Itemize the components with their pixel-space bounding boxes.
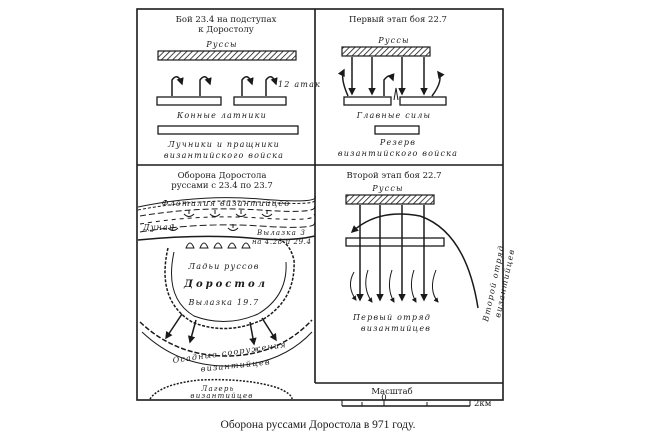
scale-bar-group: Масштаб 0 2км [341, 386, 492, 409]
bl-sortie1-line2: на 4.28 и 29.4 [252, 238, 312, 246]
br-curl-4 [410, 269, 417, 303]
tl-rus-label: Руссы [205, 40, 238, 49]
tr-main-forces-label: Главные силы [356, 111, 432, 120]
tr-reserve-line2: византийского войска [338, 149, 458, 158]
river-bank-north-2 [137, 198, 316, 211]
tl-attack-arrow-4 [265, 76, 278, 96]
scale-zero-label: 0 [381, 393, 386, 403]
tl-attack-arrow-2 [199, 76, 212, 96]
tr-hook-arrow-right [431, 70, 445, 97]
panel-top-left: Бой 23.4 на подступах к Доростолу Руссы … [156, 15, 321, 160]
panel-bottom-right: Второй этап боя 22.7 Руссы Первый отряд … [345, 170, 517, 333]
br-rus-line [345, 194, 435, 205]
tl-archers-line2: византийского войска [164, 151, 284, 160]
siege-arc-inner [141, 331, 313, 367]
tl-attack-arrow-3 [241, 76, 254, 96]
tl-rus-line [157, 50, 297, 61]
tr-title: Первый этап боя 22.7 [349, 14, 447, 25]
br-curl-3 [388, 269, 395, 303]
br-curl-2 [365, 269, 373, 303]
bl-siege-line2: византийцев [200, 357, 271, 373]
tr-main-forces-right [399, 96, 447, 106]
bl-flotilla-label: Флотилия византийцев [162, 199, 290, 208]
tr-reserve-bar [374, 125, 420, 135]
rus-boat-2 [199, 242, 209, 249]
tl-title-line2: к Доростолу [198, 25, 254, 35]
river-texture-2 [139, 213, 316, 225]
br-first-line2: византийцев [361, 324, 431, 333]
tl-count-label: 12 атак [278, 80, 321, 89]
tl-cavalry-right [233, 96, 287, 106]
ship-3 [235, 210, 247, 217]
bl-sortie2-label: Вылазка 19.7 [188, 298, 260, 307]
tr-main-forces-left [343, 96, 392, 106]
ship-4 [261, 210, 273, 217]
bl-boats-label: Ладьи руссов [187, 262, 259, 271]
tr-hook-arrow-mid [383, 73, 395, 96]
siege-arc-outer [139, 319, 313, 357]
rus-boat-3 [213, 242, 223, 249]
city-wall-outer [164, 239, 295, 330]
river-texture-1 [139, 205, 316, 217]
city-wall-inner [171, 251, 287, 323]
rus-boat-5 [241, 242, 251, 249]
scale-title: Масштаб [371, 386, 412, 397]
bl-title-line2: руссами с 23.4 по 23.7 [171, 181, 273, 191]
sortie-arrow-2 [187, 319, 197, 344]
br-rus-label: Руссы [371, 184, 404, 193]
tl-cavalry-label: Конные латники [176, 111, 267, 120]
diagram-frame [136, 8, 504, 401]
sortie-arrow-3 [261, 317, 277, 342]
bl-camp-line1: Лагерь [200, 385, 234, 393]
tr-reserve-line1: Резерв [379, 138, 416, 147]
camp-wall [149, 378, 293, 400]
bl-title-line1: Оборона Доростола [178, 170, 267, 181]
tr-rus-line [341, 46, 431, 57]
tr-rus-label: Руссы [377, 36, 410, 45]
tl-cavalry-left [156, 96, 222, 106]
river-bank-north [137, 195, 316, 208]
rus-boat-4 [227, 242, 237, 249]
bl-sortie1-line1: Вылазка 3 [256, 229, 306, 237]
bl-camp-line2: византийцев [190, 392, 253, 400]
br-curl-5 [432, 269, 439, 303]
sortie-arrow-1 [165, 313, 183, 340]
tl-archers-line [157, 125, 299, 135]
tl-attack-arrow-1 [171, 76, 184, 96]
ship-5 [167, 224, 179, 231]
river-bank-south [137, 235, 316, 241]
ship-2 [209, 210, 221, 217]
tr-hook-arrow-left [337, 68, 349, 97]
bl-city-label: Доростол [183, 279, 268, 290]
panel-bottom-left: Оборона Доростола руссами с 23.4 по 23.7… [137, 170, 316, 400]
rus-boat-1 [185, 242, 195, 249]
figure-caption: Оборона руссами Доростола в 971 году. [221, 419, 416, 431]
ship-6 [227, 224, 239, 231]
bl-danube-label: Дунай [142, 223, 175, 232]
br-first-line1: Первый отряд [352, 313, 431, 322]
panel-top-right: Первый этап боя 22.7 Руссы Главные силы … [337, 14, 458, 158]
scale-end-label: 2км [474, 399, 492, 409]
br-envelop-arc [350, 213, 479, 309]
tr-gap-marker [393, 87, 399, 101]
tl-archers-line1: Лучники и пращники [167, 140, 280, 149]
br-title: Второй этап боя 22.7 [346, 170, 441, 181]
br-byz-main-line [345, 237, 445, 247]
br-curl-1 [350, 271, 357, 301]
ship-1 [183, 210, 195, 217]
sortie-arrow-4 [249, 321, 257, 346]
tl-title-line1: Бой 23.4 на подступах [176, 15, 277, 25]
